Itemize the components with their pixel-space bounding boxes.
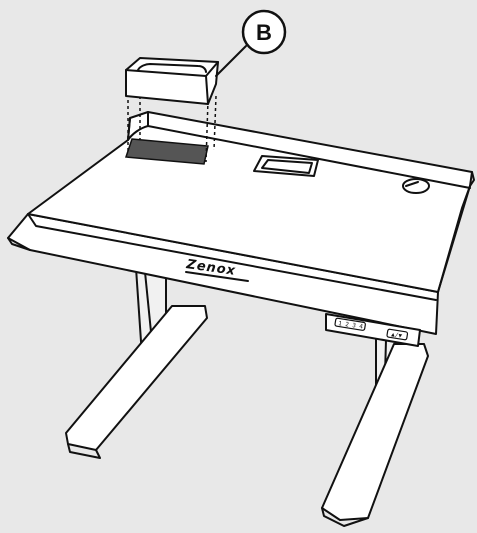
callout-b-circle — [241, 9, 287, 55]
left-leg — [65, 267, 208, 459]
tray-slot — [124, 94, 217, 165]
left-foot — [65, 305, 208, 451]
preset-2: 2 — [345, 321, 350, 329]
right-leg — [321, 335, 429, 527]
preset-3: 3 — [352, 322, 357, 330]
preset-1: 1 — [338, 320, 343, 328]
cable-port — [253, 155, 319, 177]
preset-4: 4 — [359, 323, 364, 331]
callout-b: B — [215, 9, 287, 77]
tray-b — [125, 57, 219, 105]
up-down-arrows-icon: ▲/▼ — [391, 331, 403, 340]
height-controller: 1 2 3 4 ▲/▼ — [325, 313, 421, 347]
tray-b-body — [125, 57, 219, 105]
callout-b-label: B — [256, 20, 272, 45]
desk-top — [7, 111, 475, 335]
controller-preset-buttons[interactable] — [334, 317, 366, 331]
controller-up-down-buttons[interactable] — [386, 328, 409, 341]
round-grommet — [402, 178, 430, 194]
